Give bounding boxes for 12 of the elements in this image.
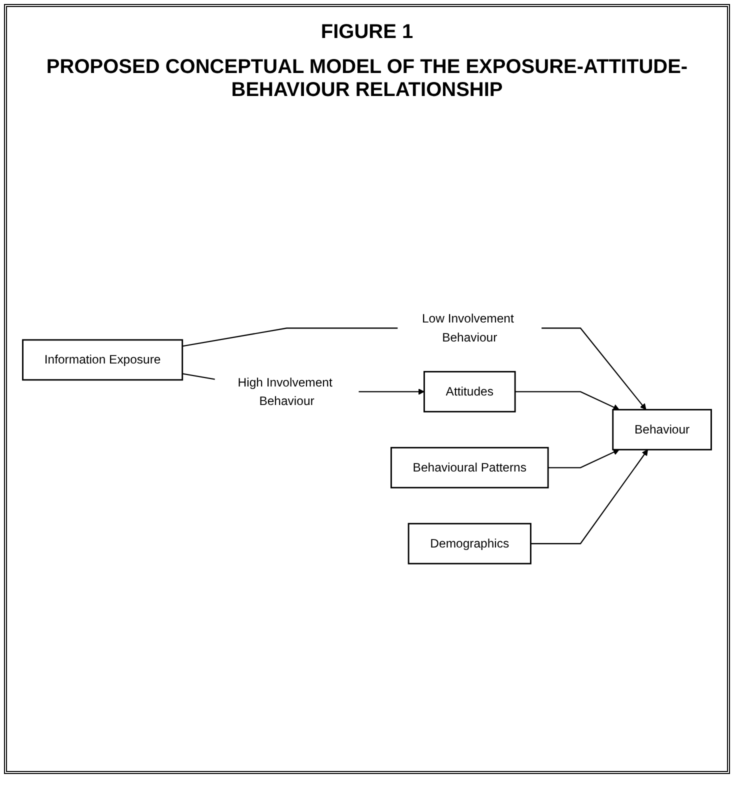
arrow	[548, 449, 620, 468]
arrow	[515, 390, 620, 410]
figure-title: FIGURE 1	[320, 21, 414, 44]
node-box: Behaviour	[612, 408, 712, 450]
figure-caption: PROPOSED CONCEPTUAL MODEL OF THE EXPOSURE-ATTITUDE-BEHAVIOUR RELATIONSHIP	[45, 56, 689, 102]
edge-label: High Involvement Behaviour	[238, 375, 332, 408]
arrow	[530, 449, 648, 544]
node-box: Demographics	[408, 522, 532, 564]
node-box: Behavioural Patterns	[390, 446, 549, 488]
node-box: Information Exposure	[22, 339, 184, 380]
edge-label: Low Involvement Behaviour	[422, 312, 514, 344]
node-box: Attitudes	[423, 370, 516, 412]
